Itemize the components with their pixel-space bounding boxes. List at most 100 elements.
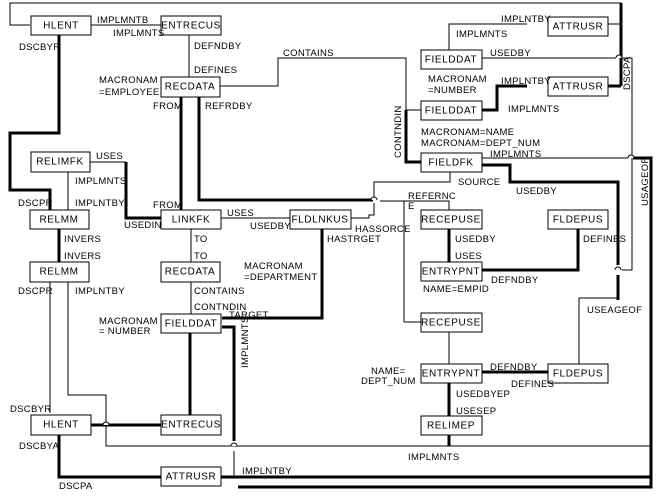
- entity-entrypnt-lower[interactable]: ENTRYPNT: [420, 363, 483, 384]
- entity-label: RELMM: [39, 215, 78, 226]
- entity-label: RELMM: [39, 267, 78, 278]
- entity-hlent-top[interactable]: HLENT: [30, 15, 92, 36]
- connector-fieldfk-usedby: [482, 163, 620, 265]
- rel-label: IMPLNTBY: [501, 14, 551, 25]
- hop-icon: [370, 196, 378, 201]
- rel-label: MACRONAM: [99, 75, 158, 86]
- rel-label: IMPLMNTB: [97, 15, 149, 26]
- connector-recdata-refrdby: [197, 97, 373, 202]
- entity-label: ENTRECUS: [161, 420, 221, 431]
- rel-label: DEFINES: [194, 65, 237, 76]
- entity-label: FIELDFK: [428, 158, 473, 169]
- entity-hlent-bottom[interactable]: HLENT: [30, 414, 92, 436]
- rel-label: USEDBY: [516, 186, 557, 197]
- entity-label: FLDEPUS: [553, 369, 603, 380]
- rel-label: CONTAINS: [283, 48, 334, 59]
- entity-label: ENTRYPNT: [422, 267, 481, 278]
- rel-label: CONTAINS: [194, 286, 245, 297]
- rel-label: DEFNDBY: [490, 362, 538, 373]
- rel-label: TO: [194, 251, 208, 262]
- entity-linkfk[interactable]: LINKFK: [160, 209, 222, 230]
- hop-icon: [614, 266, 622, 271]
- hop-icon: [230, 442, 238, 447]
- rel-label: DEFNDBY: [491, 275, 539, 286]
- rel-label: IMPLNTBY: [242, 466, 292, 477]
- entity-attrusr-bottom[interactable]: ATTRUSR: [160, 466, 222, 487]
- entity-relimep[interactable]: RELIMEP: [420, 415, 483, 436]
- rel-label: NAME=EMPID: [423, 284, 489, 295]
- connector-contndin-fieldfk: [404, 110, 424, 164]
- entity-fielddat-low[interactable]: FIELDDAT: [160, 313, 222, 334]
- rel-label: USES: [455, 251, 482, 262]
- rel-label-vertical: USAGEOF: [640, 157, 651, 206]
- rel-label: IMPLNTBY: [75, 286, 125, 297]
- entity-fldlnkus[interactable]: FLDLNKUS: [289, 209, 352, 230]
- rel-label: DSCPR: [18, 198, 53, 209]
- entity-label: HLENT: [43, 21, 79, 32]
- rel-label: MACRONAM=DEPT_NUM: [421, 138, 540, 149]
- entity-fielddat-top[interactable]: FIELDDAT: [420, 49, 483, 70]
- connectors: [8, 2, 653, 489]
- connector-useageof: [578, 275, 619, 364]
- entity-entrecus-top[interactable]: ENTRECUS: [160, 15, 222, 36]
- rel-label: IMPLNTBY: [75, 198, 125, 209]
- entity-recepuse-lower[interactable]: RECEPUSE: [420, 312, 483, 333]
- connector-fielddat-attrusr: [448, 23, 527, 50]
- connector-recdata-contains: [220, 57, 404, 87]
- rel-label: IMPLMNTS: [113, 28, 165, 39]
- rel-label: USEAGEOF: [587, 305, 642, 316]
- rel-label: USEDBY: [490, 48, 531, 59]
- entity-label: RELIMEP: [427, 421, 475, 432]
- rel-label: MACRONAM: [99, 316, 158, 327]
- rel-label-vertical: CONTNDIN: [393, 105, 404, 158]
- rel-label: USEDBY: [250, 221, 291, 232]
- rel-label: NAME=: [371, 366, 406, 377]
- rel-label-vertical: DSCPA: [622, 56, 633, 90]
- hop-icon: [102, 421, 110, 426]
- rel-label: USES: [227, 208, 254, 219]
- rel-label: =NUMBER: [428, 85, 477, 96]
- entity-fieldfk[interactable]: FIELDFK: [420, 152, 483, 173]
- connector-source-hassorce: [344, 203, 375, 219]
- rel-label: USEDBYEP: [456, 389, 510, 400]
- entity-entrecus-bottom[interactable]: ENTRECUS: [160, 414, 222, 436]
- entity-fldepus-upper[interactable]: FLDEPUS: [547, 209, 609, 230]
- rel-label: TARGET: [229, 310, 269, 321]
- connector-relimfk-usedin: [124, 162, 161, 220]
- connector-hlent-dscpa: [57, 435, 161, 479]
- entity-label: FLDEPUS: [553, 215, 603, 226]
- rel-label: HASTRGET: [327, 234, 381, 245]
- entity-attrusr-mid[interactable]: ATTRUSR: [547, 76, 609, 97]
- entity-label: HLENT: [43, 420, 79, 431]
- rel-label: DSCBYR: [19, 42, 60, 53]
- entity-label: LINKFK: [172, 215, 211, 226]
- entity-relimfk[interactable]: RELIMFK: [30, 151, 91, 173]
- entity-relmm-upper[interactable]: RELMM: [29, 209, 90, 230]
- entity-label: RECDATA: [165, 82, 216, 93]
- entity-fielddat-mid[interactable]: FIELDDAT: [420, 100, 483, 121]
- rel-label: CONTNDIN: [194, 302, 247, 313]
- entity-fldepus-lower[interactable]: FLDEPUS: [547, 363, 609, 384]
- rel-label: DEFINES: [583, 234, 626, 245]
- entity-label: RECDATA: [165, 267, 216, 278]
- connector-hastrget: [222, 228, 324, 320]
- entity-recdata-mid[interactable]: RECDATA: [160, 261, 221, 283]
- rel-label: INVERS: [64, 251, 101, 262]
- entity-attrusr-top[interactable]: ATTRUSR: [547, 16, 609, 37]
- rel-label: USESEP: [456, 406, 496, 417]
- connector-fieldfk-source: [373, 170, 451, 200]
- connector-hlent-dscbyr: [8, 35, 61, 210]
- connector-fielddat-mid-attrusr: [482, 84, 527, 112]
- connector-usageof: [238, 156, 653, 489]
- entity-relmm-lower[interactable]: RELMM: [29, 261, 90, 283]
- entity-recdata-top[interactable]: RECDATA: [160, 76, 221, 98]
- rel-label: DSCPA: [59, 481, 93, 492]
- rel-label: USEDIN: [124, 220, 162, 231]
- rel-label: SOURCE: [458, 177, 500, 188]
- entity-recepuse-upper[interactable]: RECEPUSE: [420, 209, 483, 230]
- rel-label: IMPLMNTS: [508, 104, 560, 115]
- connector-fielddat-implmnts: [222, 325, 236, 441]
- rel-label: =DEPARTMENT: [244, 272, 317, 283]
- rel-label: DSCBYR: [10, 404, 51, 415]
- entity-entrypnt-upper[interactable]: ENTRYPNT: [420, 261, 483, 282]
